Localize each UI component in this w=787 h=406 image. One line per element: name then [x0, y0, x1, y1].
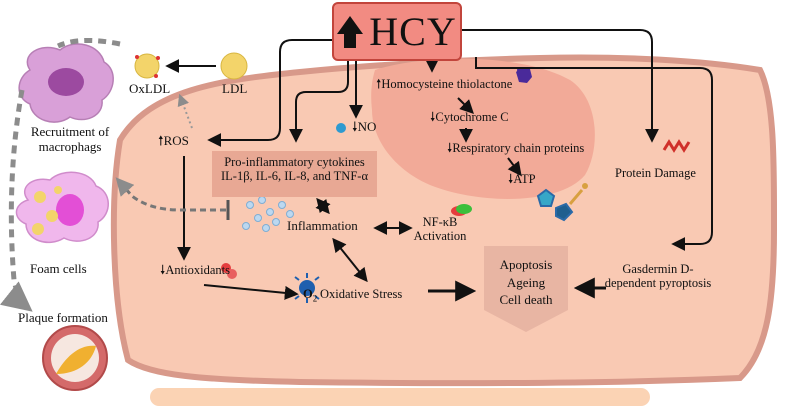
- label-cell-death: Cell death: [499, 292, 553, 308]
- label-gasdermin-line2: dependent pyroptosis: [604, 276, 712, 291]
- label-oxldl: OxLDL: [129, 81, 171, 96]
- arrow-ros-oxldl-dotted: [177, 93, 193, 129]
- label-o2-sub: 2: [312, 293, 318, 304]
- label-ldl: LDL: [222, 81, 248, 96]
- oxldl-particle: [134, 53, 160, 79]
- arrow-hcy-protein-damage: [458, 29, 659, 143]
- no-decrease-icon: 🠗: [352, 119, 358, 134]
- label-atp: 🠗ATP: [508, 172, 536, 186]
- label-ageing: Ageing: [506, 274, 546, 290]
- label-nfkb-line1: NF-κB: [422, 215, 458, 229]
- label-thiolactone: 🠕Homocysteine thiolactone: [376, 77, 512, 91]
- label-recruitment-line1: Recruitment of: [30, 124, 110, 139]
- respiratory-decrease-icon: 🠗: [447, 141, 453, 155]
- label-recruitment-line2: macrophags: [38, 138, 102, 154]
- label-respiratory-text: Respiratory chain proteins: [452, 141, 585, 155]
- label-outcomes: Apoptosis Ageing Cell death: [484, 256, 568, 309]
- arrow-hcy-ros: [207, 39, 332, 147]
- label-ros: 🠕ROS: [158, 133, 189, 149]
- mitochondrion: [371, 58, 595, 199]
- label-cytochrome-text: Cytochrome C: [435, 110, 509, 124]
- label-oxidative-stress: Oxidative Stress: [320, 287, 403, 301]
- arrow-respiratory-atp: [507, 157, 522, 177]
- hcy-title-box: HCY: [332, 2, 462, 61]
- arrow-cytokines-inflammation: [315, 197, 331, 215]
- thiolactone-increase-icon: 🠕: [376, 77, 382, 91]
- label-antioxidants-text: Antioxidants: [165, 263, 230, 277]
- cytochrome-decrease-icon: 🠗: [430, 110, 436, 124]
- label-gasdermin: Gasdermin D- dependent pyroptosis: [598, 262, 718, 291]
- arrow-thiolactone-cytochrome: [457, 97, 474, 114]
- nfkb-protein-icon: [451, 204, 472, 216]
- label-o2-symbol: O: [303, 287, 313, 301]
- label-cytokines: Pro-inflammatory cytokines IL-1β, IL-6, …: [212, 155, 377, 184]
- ros-increase-icon: 🠕: [158, 133, 164, 148]
- label-nfkb-line2: Activation: [413, 229, 467, 244]
- label-antioxidants: 🠗Antioxidants: [160, 263, 230, 277]
- ldl-particle: [220, 52, 248, 80]
- label-thiolactone-text: Homocysteine thiolactone: [381, 77, 513, 91]
- increase-arrow-icon: [337, 15, 364, 48]
- outcome-arrow-shape: [484, 246, 568, 332]
- label-superoxide: O2: [303, 287, 317, 304]
- plaque-vessel: [42, 325, 108, 391]
- label-plaque: Plaque formation: [18, 310, 108, 325]
- antioxidants-decrease-icon: 🠗: [160, 263, 166, 277]
- dashed-loop-left: [0, 89, 33, 312]
- cell-membrane: [110, 54, 778, 387]
- cytokine-particles-icon: [242, 196, 294, 232]
- label-atp-text: ATP: [513, 172, 536, 186]
- label-protein-damage: Protein Damage: [615, 166, 696, 180]
- arrow-antioxidants-oxstress: [203, 284, 299, 300]
- antioxidant-molecule-icon: [221, 263, 237, 279]
- ground-strip: [150, 388, 650, 406]
- label-no-text: NO: [357, 119, 377, 134]
- label-cytochrome: 🠗Cytochrome C: [430, 110, 509, 124]
- label-apoptosis: Apoptosis: [499, 257, 553, 272]
- atp-molecule-icon: [536, 183, 588, 222]
- label-gasdermin-line1: Gasdermin D-: [622, 262, 694, 276]
- arrow-hcy-gasdermin: [475, 57, 713, 251]
- arrow-inflammation-oxstress: [332, 237, 368, 283]
- dashed-loop-upper: [56, 38, 121, 49]
- cytokine-box: [212, 151, 377, 197]
- label-nfkb: NF-κB Activation: [405, 215, 475, 244]
- label-respiratory: 🠗Respiratory chain proteins: [447, 141, 584, 155]
- label-inflammation: Inflammation: [287, 218, 358, 233]
- label-no: 🠗NO: [352, 119, 377, 135]
- label-foam-cells: Foam cells: [30, 261, 87, 276]
- no-molecule-icon: [336, 123, 346, 133]
- arrow-hcy-cytokines: [289, 57, 349, 143]
- inhibition-dashed-line: [115, 177, 226, 212]
- foam-cell: [15, 171, 109, 244]
- atp-decrease-icon: 🠗: [508, 172, 514, 186]
- label-ros-text: ROS: [163, 133, 189, 148]
- macrophage-cell: [18, 43, 114, 123]
- protein-helix-icon: [662, 139, 691, 153]
- label-cytokines-line1: Pro-inflammatory cytokines: [224, 155, 365, 169]
- page-title: HCY: [369, 8, 457, 54]
- label-cytokines-line2: IL-1β, IL-6, IL-8, and TNF-α: [220, 169, 368, 184]
- label-recruitment: Recruitment of macrophags: [18, 124, 122, 155]
